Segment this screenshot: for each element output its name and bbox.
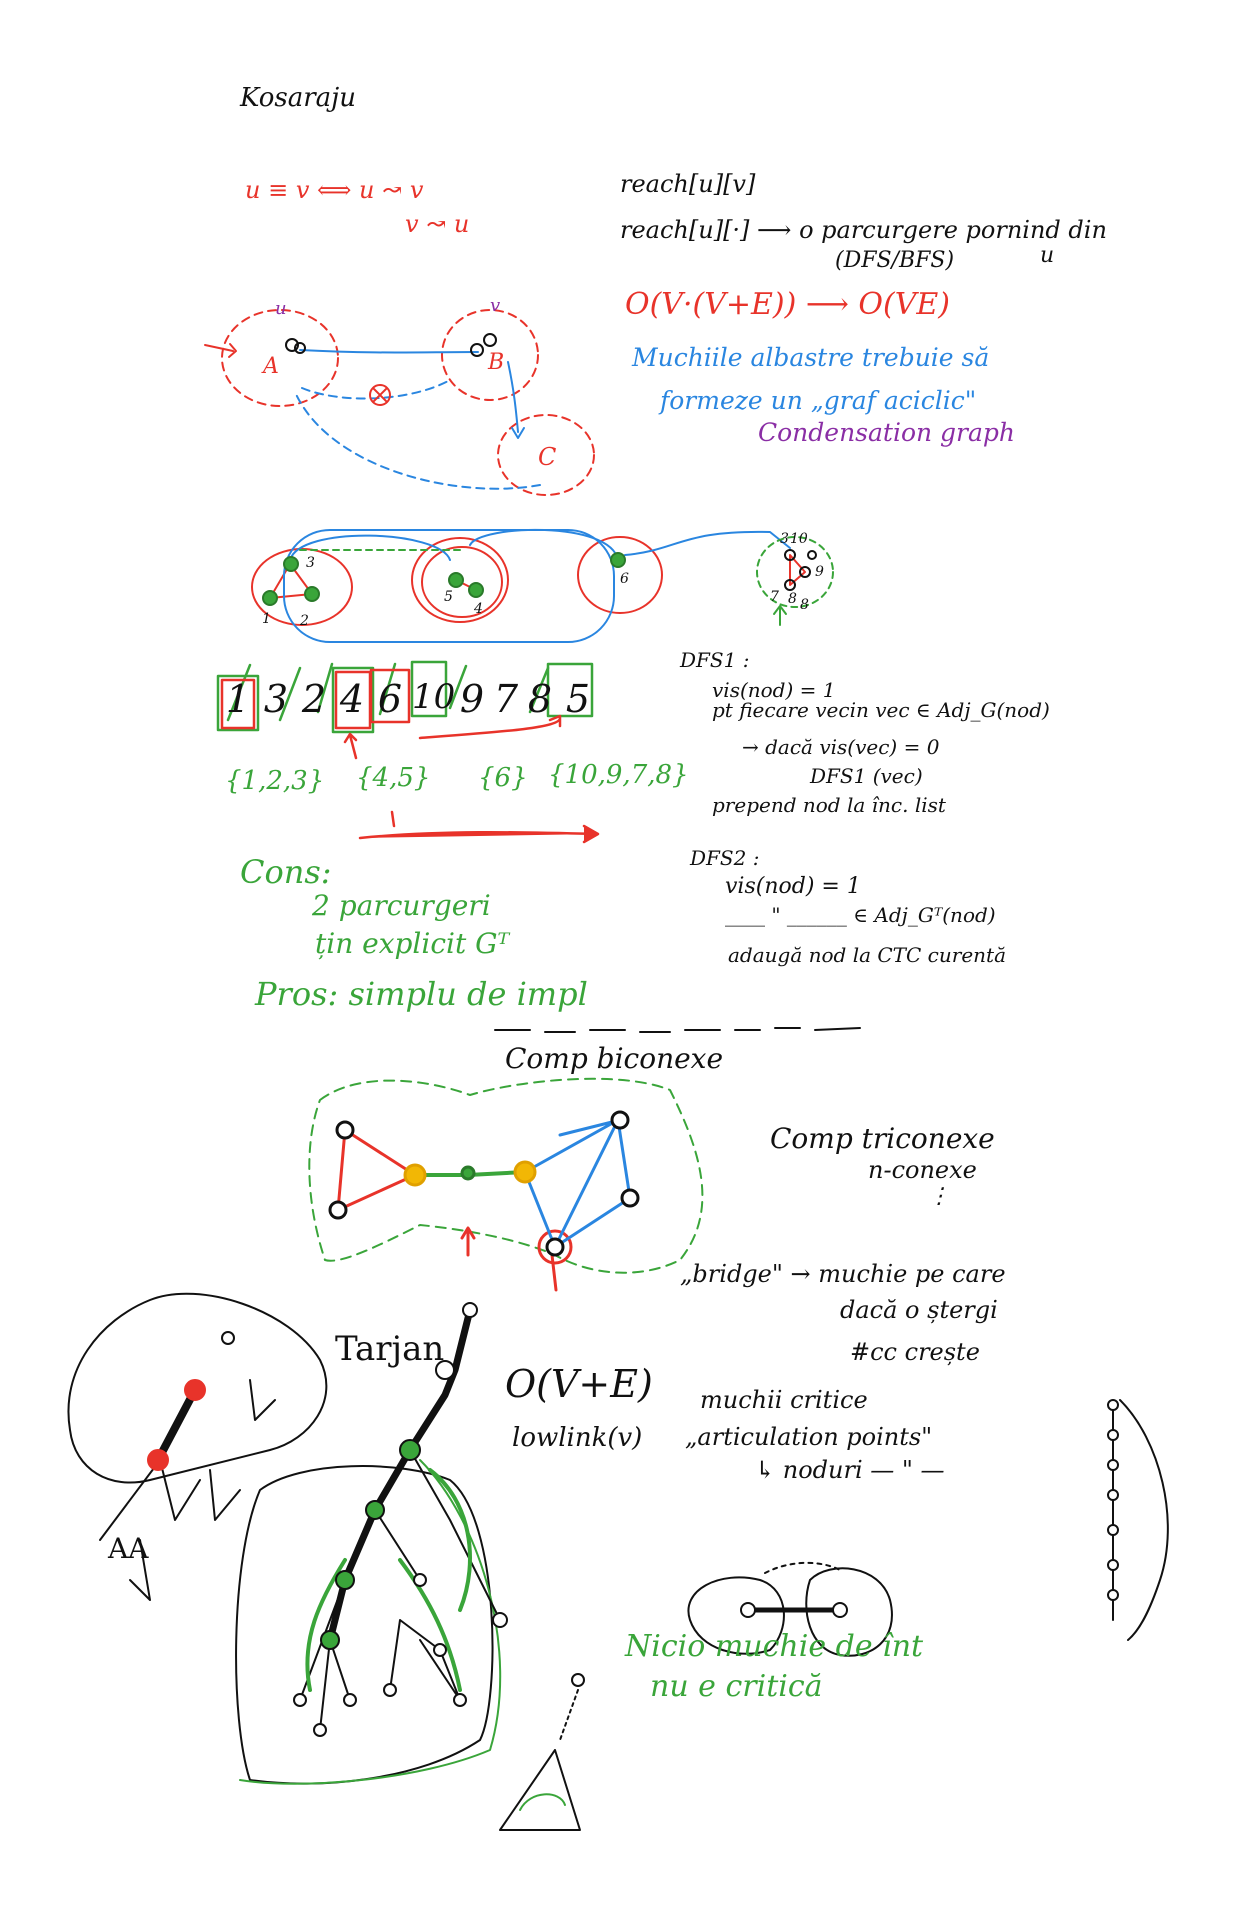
articulation-points-label: „articulation points" <box>685 1423 933 1451</box>
dfs-finish-stack: 1 3 2 4 6 10 9 7 8 5 <box>222 680 596 718</box>
graph-node-label: 1 <box>262 611 271 627</box>
stack-item: 10 <box>412 677 456 717</box>
tarjan-tree <box>235 1302 508 1785</box>
section-divider <box>494 1027 861 1033</box>
blue-edges-note-1: Muchiile albastre trebuie să <box>632 343 990 372</box>
scc-group: {4,5} <box>356 763 431 793</box>
bridge-definition-2: dacă o ștergi <box>840 1296 998 1324</box>
node-v-label: v <box>490 295 501 316</box>
kosaraju-nodes <box>285 333 497 357</box>
cons-title: Cons: <box>240 853 332 891</box>
dfs1-line-1: vis(nod) = 1 <box>712 678 836 702</box>
dfs-bfs-u: u <box>1040 243 1055 268</box>
graph-node-label: 4 <box>474 601 483 617</box>
kosaraju-title: Kosaraju <box>240 83 356 113</box>
graph-node-label: 6 <box>620 571 629 587</box>
lowlink-label: lowlink(v) <box>512 1423 643 1453</box>
dfs2-line-1: vis(nod) = 1 <box>725 874 861 899</box>
dfs1-line-3: → dacă vis(vec) = 0 <box>742 735 940 759</box>
bridge-definition-3: #cc crește <box>850 1338 980 1366</box>
biconnected-graph <box>308 1077 704 1292</box>
graph-node-label: 2 <box>300 613 309 629</box>
dfs1-line-5: prepend nod la înc. list <box>712 793 946 817</box>
cons-item-1: 2 parcurgeri <box>312 889 491 922</box>
chain-diagram <box>1107 1399 1169 1641</box>
dfs1-line-2: pt fiecare vecin vec ∈ Adj_G(nod) <box>712 698 1050 722</box>
tarjan-label: Tarjan <box>335 1329 445 1369</box>
stack-item: 8 <box>527 677 553 721</box>
dfs2-title: DFS2 : <box>690 846 760 870</box>
tarjan-left-blob <box>67 1292 328 1601</box>
dfs2-line-3: adaugă nod la CTC curentă <box>728 943 1006 967</box>
dfs2-line-2: ____ " ______ ∈ Adj_Gᵀ(nod) <box>725 903 996 927</box>
graph-node-label: 10 <box>790 531 808 547</box>
graph-node-label: 3 <box>306 555 315 571</box>
small-tree <box>499 1673 585 1831</box>
reach-u-all: reach[u][·] ⟶ o parcurgere pornind din <box>620 216 1107 244</box>
graph-node-label: 7 <box>770 589 779 605</box>
scc-group: {10,9,7,8} <box>548 760 689 790</box>
scc-group: {6} <box>478 763 528 793</box>
triconnected-label: Comp triconexe <box>770 1122 995 1155</box>
enter-arrow <box>204 343 237 358</box>
stack-item: 1 <box>225 677 251 721</box>
stack-item: 4 <box>339 677 365 721</box>
stack-item: 6 <box>377 677 403 721</box>
kosaraju-x-mark <box>369 384 391 406</box>
pros-line: Pros: simplu de impl <box>255 975 588 1013</box>
equivalence-line-2: v ↝ u <box>405 210 470 238</box>
cluster-a-label: A <box>263 354 279 379</box>
tarjan-complexity: O(V+E) <box>505 1362 653 1406</box>
dfs1-line-4: DFS1 (vec) <box>810 764 923 788</box>
scc-group: {1,2,3} <box>225 766 325 796</box>
vertical-dots: ⋮ <box>928 1184 950 1209</box>
graph-node-label: 8 <box>800 597 809 613</box>
complexity-note: O(V·(V+E)) ⟶ O(VE) <box>625 287 950 322</box>
aa-label: AA <box>108 1532 149 1565</box>
blue-edges-note-2: formeze un „graf aciclic" <box>660 386 977 415</box>
two-component-diagram <box>687 1561 893 1657</box>
stack-item: 3 <box>263 677 289 721</box>
stack-item: 9 <box>459 677 485 721</box>
bridge-definition-1: „bridge" → muchie pe care <box>680 1260 1006 1288</box>
condensation-graph-note: Condensation graph <box>758 418 1016 447</box>
no-critical-edge-note-2: nu e critică <box>650 1669 823 1704</box>
scc-graph <box>251 528 834 643</box>
dfs-bfs-note: (DFS/BFS) <box>835 248 955 273</box>
stack-item: 5 <box>565 677 591 721</box>
cluster-c-label: C <box>538 443 557 471</box>
graph-node-label: 3 <box>780 531 789 547</box>
node-u-label: u <box>275 298 287 319</box>
cons-item-2: țin explicit Gᵀ <box>315 927 510 960</box>
nodes-label: ↳ noduri — " — <box>755 1456 945 1484</box>
graph-node-label: 5 <box>444 589 453 605</box>
reach-uv: reach[u][v] <box>620 170 756 198</box>
critical-edges-label: muchii critice <box>700 1386 868 1414</box>
graph-node-label: 8 <box>788 591 797 607</box>
kosaraju-clusters <box>221 309 595 496</box>
graph-node-label: 9 <box>815 564 824 580</box>
dfs1-title: DFS1 : <box>680 648 750 672</box>
n-connected-label: n-conexe <box>868 1156 977 1184</box>
cluster-b-label: B <box>488 350 505 375</box>
biconnected-title: Comp biconexe <box>505 1042 724 1075</box>
stack-item: 2 <box>301 677 327 721</box>
stack-item: 7 <box>493 677 519 721</box>
kosaraju-edges <box>294 349 541 490</box>
equivalence-line-1: u ≡ v ⟺ u ↝ v <box>245 176 424 204</box>
stack-marks <box>216 660 600 844</box>
no-critical-edge-note-1: Nicio muchie de înt <box>625 1629 924 1664</box>
